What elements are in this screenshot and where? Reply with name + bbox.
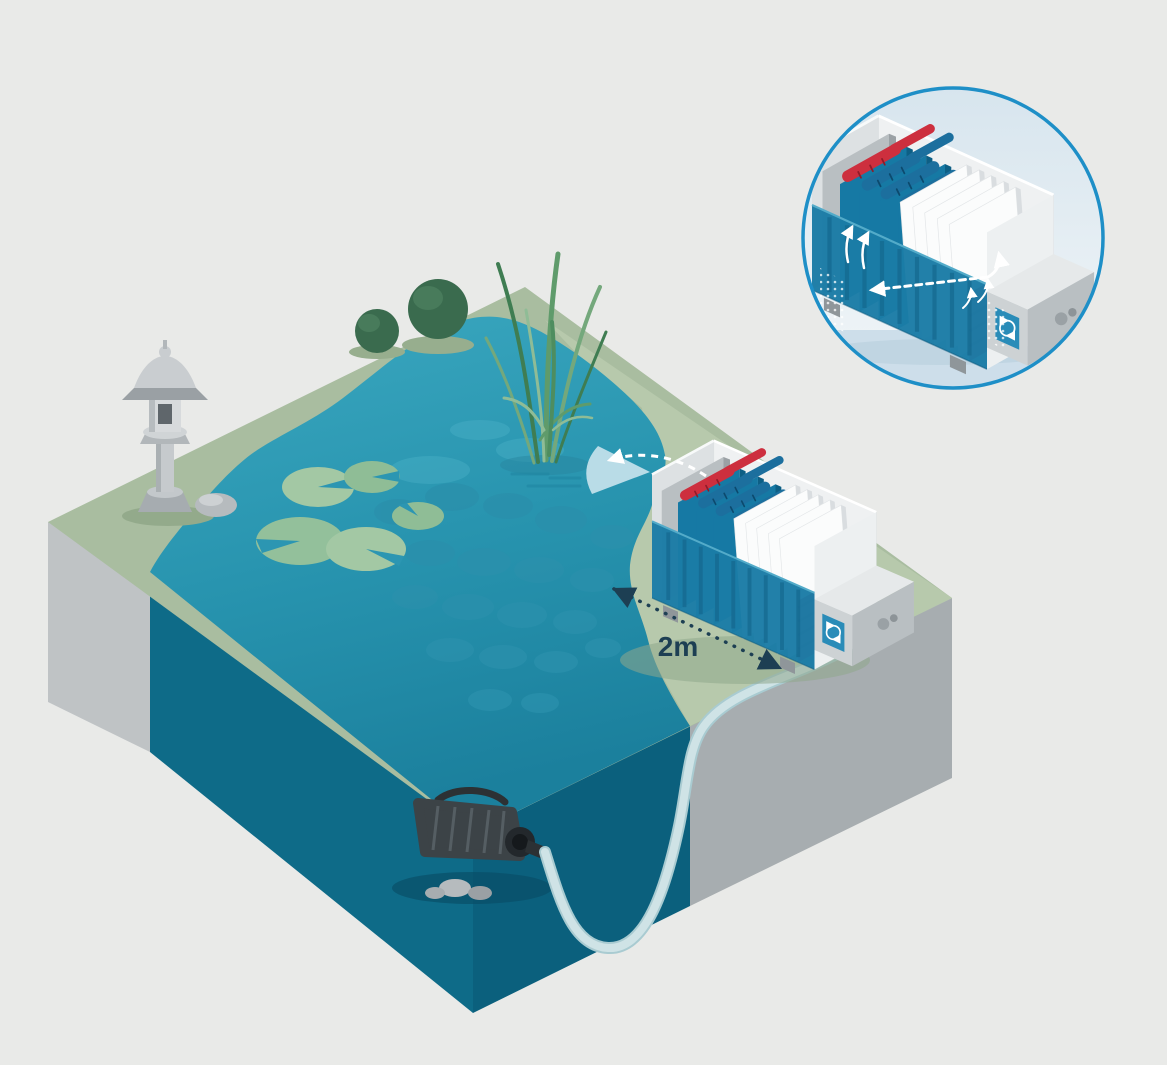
pump-handle bbox=[434, 786, 509, 806]
distance-label: 2m bbox=[658, 631, 698, 662]
lantern-window bbox=[158, 404, 172, 424]
bush-large bbox=[408, 279, 468, 339]
soil-left-face bbox=[48, 522, 150, 752]
distance-dimension: 2m bbox=[611, 587, 783, 670]
detail-inset bbox=[801, 86, 1105, 390]
reeds bbox=[484, 251, 608, 488]
lantern-base bbox=[138, 492, 192, 512]
soil-right-face bbox=[690, 598, 952, 906]
water-outflow bbox=[586, 446, 707, 494]
cobblestones bbox=[374, 483, 634, 713]
flow-arrow-up bbox=[840, 224, 854, 264]
inset-flow-arrows bbox=[840, 224, 1010, 309]
pebble bbox=[468, 886, 492, 900]
water-front-left-face bbox=[150, 572, 473, 1013]
bushes bbox=[349, 279, 474, 359]
flow-arrow-up bbox=[856, 230, 870, 270]
lily-pads bbox=[256, 461, 444, 571]
flow-arrow-curl bbox=[986, 250, 1010, 279]
stone-lantern bbox=[122, 340, 237, 526]
lantern-roof bbox=[134, 356, 196, 388]
lantern-eaves bbox=[122, 388, 208, 400]
outflow-spray bbox=[586, 446, 650, 494]
bush-small bbox=[355, 309, 399, 353]
pebble bbox=[439, 879, 471, 897]
distance-arrow bbox=[611, 587, 783, 670]
inset-border bbox=[801, 86, 1105, 390]
water-front-right-face bbox=[473, 726, 690, 1013]
pebble bbox=[425, 887, 445, 899]
aeration-dots bbox=[986, 300, 1008, 352]
flow-arrow-horizontal bbox=[868, 275, 990, 297]
bush-shadow bbox=[402, 336, 474, 354]
lantern-finial bbox=[159, 346, 171, 358]
flow-arrow-up bbox=[977, 277, 995, 303]
flow-arrow-up bbox=[962, 286, 978, 309]
